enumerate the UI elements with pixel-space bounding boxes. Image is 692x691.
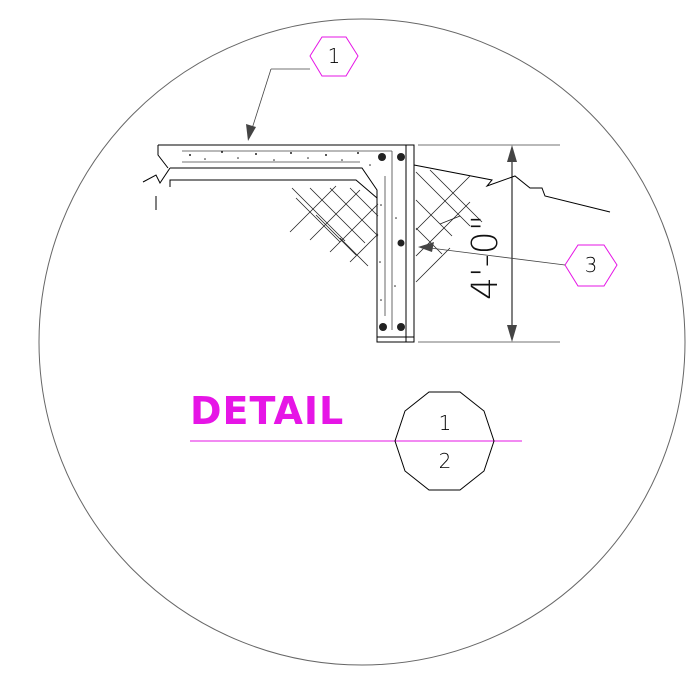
detail-title-block: DETAIL 1 2 bbox=[190, 389, 522, 491]
callout-3: 3 bbox=[418, 242, 618, 287]
detail-sheet-number: 2 bbox=[439, 449, 452, 473]
callout-1: 1 bbox=[246, 36, 359, 141]
slab-aggregate-dots bbox=[189, 151, 371, 166]
concrete-slab bbox=[142, 144, 415, 343]
detail-title: DETAIL bbox=[190, 389, 344, 433]
hexagon-tag-icon bbox=[309, 36, 359, 77]
dimension-text: 4'-0" bbox=[465, 215, 506, 300]
height-dimension: 4'-0" bbox=[418, 144, 560, 343]
hexagon-tag-icon bbox=[564, 244, 618, 287]
callout-3-label: 3 bbox=[585, 253, 598, 277]
detail-reference-icon bbox=[394, 391, 495, 491]
earth-hatch bbox=[289, 185, 379, 267]
callout-1-label: 1 bbox=[328, 44, 341, 68]
detail-number: 1 bbox=[439, 411, 452, 435]
soil-right bbox=[413, 164, 611, 283]
detail-boundary-circle bbox=[38, 18, 686, 666]
wall-aggregate-dots bbox=[378, 153, 405, 331]
concrete-wall bbox=[377, 145, 415, 342]
